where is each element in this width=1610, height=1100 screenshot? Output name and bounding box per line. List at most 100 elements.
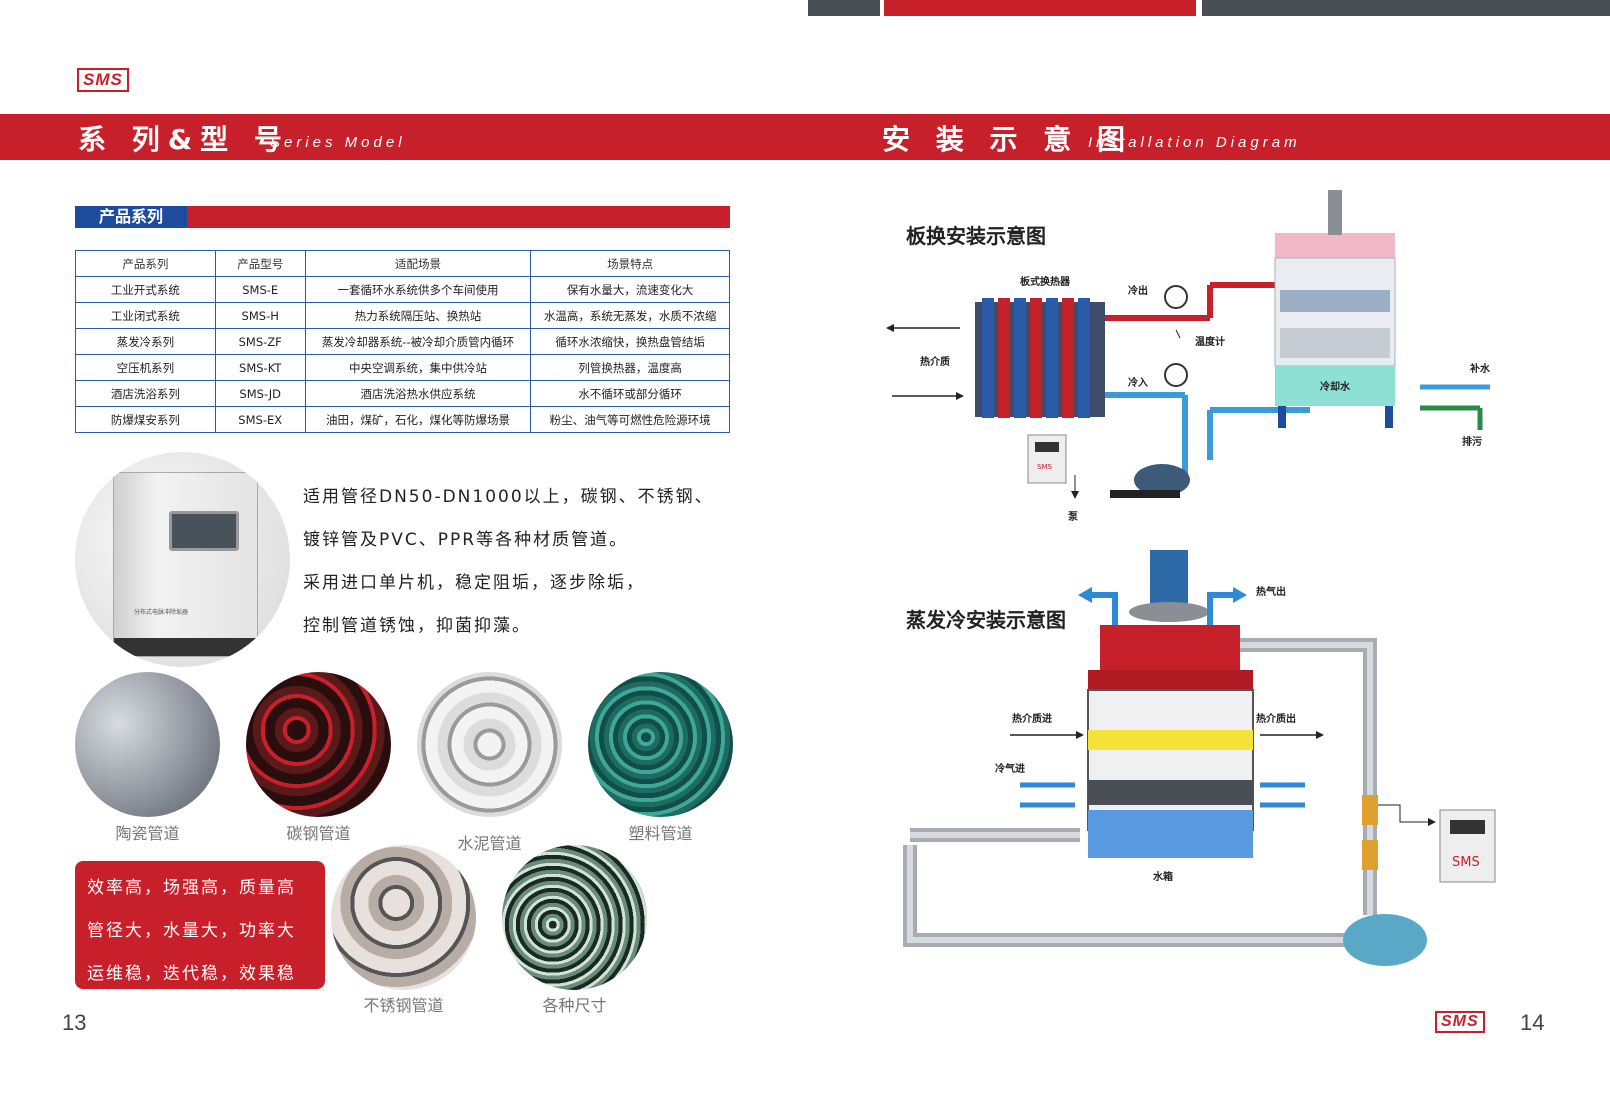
- device-photo: 分布式电脉冲除垢器: [75, 452, 290, 667]
- coil-band: [1088, 730, 1253, 750]
- label-cold-air-in: 冷气进: [995, 762, 1025, 775]
- table-cell: SMS-JD: [214, 380, 306, 407]
- label-medium-out: 热介质出: [1256, 712, 1296, 725]
- table-cell: 蒸发冷却器系统--被冷却介质管内循环: [304, 328, 532, 355]
- label-pump: 泵: [1068, 511, 1079, 523]
- table-row: 空压机系列 SMS-KT 中央空调系统，集中供冷站 列管换热器，温度高: [75, 354, 730, 381]
- feature-line: 适用管径DN50-DN1000以上，碳钢、不锈钢、: [303, 487, 714, 507]
- label-cold-in: 冷入: [1128, 376, 1148, 389]
- highlight-line: 管径大，水量大，功率大: [87, 921, 296, 941]
- table-cell: 蒸发冷系列: [75, 328, 216, 355]
- right-section-title: 安 装 示 意 图: [882, 123, 1133, 156]
- cement-pipe-photo: [417, 672, 562, 817]
- table-cell: 酒店洗浴系列: [75, 380, 216, 407]
- gauge-icon: [1164, 363, 1188, 387]
- label-cold-out: 冷出: [1128, 284, 1148, 297]
- pump-icon: [1343, 914, 1427, 966]
- table-cell: SMS-E: [214, 276, 306, 303]
- left-section-subtitle: Series Model: [270, 134, 406, 151]
- plate-heat-exchanger-diagram: 热介质 板式换热器 冷出 冷入 温度计 冷却水 补水 排污 SMS 泵: [886, 190, 1491, 523]
- label-medium-in: 热介质进: [1012, 712, 1052, 725]
- table-cell: SMS-EX: [214, 406, 306, 433]
- label-water-tank: 水箱: [1152, 870, 1173, 883]
- pipe-label: 不锈钢管道: [363, 996, 444, 1015]
- label-hot-medium: 热介质: [920, 355, 950, 368]
- controller-label: SMS: [1452, 855, 1480, 870]
- feature-line: 控制管道锈蚀，抑菌抑藻。: [303, 616, 531, 636]
- top-bar-red: [884, 0, 1196, 16]
- various-sizes-pipe-photo: [502, 845, 647, 990]
- brand-logo-footer: SMS: [1435, 1011, 1485, 1033]
- table-header-cell: 产品系列: [75, 250, 216, 277]
- pipe-label: 陶瓷管道: [115, 824, 180, 843]
- table-header-cell: 产品型号: [214, 250, 306, 277]
- table-cell: SMS-ZF: [214, 328, 306, 355]
- table-row: 防爆煤安系列 SMS-EX 油田，煤矿，石化，煤化等防爆场景 粉尘、油气等可燃性…: [75, 406, 730, 433]
- table-cell: 粉尘、油气等可燃性危险源环境: [530, 406, 730, 433]
- highlight-line: 效率高，场强高，质量高: [87, 878, 296, 898]
- table-cell: SMS-KT: [214, 354, 306, 381]
- section-header-band: [0, 114, 1610, 160]
- table-cell: 保有水量大，流速变化大: [530, 276, 730, 303]
- table-cell: 油田，煤矿，石化，煤化等防爆场景: [304, 406, 532, 433]
- feature-line: 镀锌管及PVC、PPR等各种材质管道。: [303, 530, 629, 550]
- table-cell: 水温高，系统无蒸发，水质不浓缩: [530, 302, 730, 329]
- table-cell: 循环水浓缩快，换热盘管结垢: [530, 328, 730, 355]
- cabinet-illustration: 分布式电脉冲除垢器: [113, 472, 259, 657]
- highlight-line: 运维稳，迭代稳，效果稳: [87, 964, 296, 984]
- feature-line: 采用进口单片机，稳定阻垢，逐步除垢，: [303, 573, 645, 593]
- pipe-label: 各种尺寸: [542, 996, 607, 1015]
- plastic-pipe-photo: [588, 672, 733, 817]
- series-tag: 产品系列: [75, 206, 187, 228]
- fan-blade-icon: [1129, 602, 1209, 622]
- table-row: 酒店洗浴系列 SMS-JD 酒店洗浴热水供应系统 水不循环或部分循环: [75, 380, 730, 407]
- label-hot-air-out: 热气出: [1256, 585, 1286, 598]
- label-cooling-water: 冷却水: [1320, 380, 1351, 393]
- carbon-steel-pipe-photo: [246, 672, 391, 817]
- table-cell: 一套循环水系统供多个车间使用: [304, 276, 532, 303]
- page-number-right: 14: [1520, 1010, 1545, 1035]
- device-base: [114, 638, 259, 656]
- fan-motor-icon: [1150, 550, 1188, 605]
- cooling-water-basin: [1275, 366, 1395, 406]
- tower-top-red: [1100, 625, 1240, 670]
- stainless-pipe-photo: [331, 845, 476, 990]
- pipe-label: 塑料管道: [628, 824, 693, 843]
- water-tank: [1088, 810, 1253, 858]
- highlight-box: 效率高，场强高，质量高 管径大，水量大，功率大 运维稳，迭代稳，效果稳: [75, 861, 325, 989]
- table-cell: 工业开式系统: [75, 276, 216, 303]
- pipe-label: 水泥管道: [457, 834, 522, 853]
- series-bar: [75, 206, 730, 228]
- right-section-subtitle: Installation Diagram: [1088, 134, 1301, 151]
- table-row: 工业开式系统 SMS-E 一套循环水系统供多个车间使用 保有水量大，流速变化大: [75, 276, 730, 303]
- gauge-icon: [1164, 285, 1188, 309]
- tower-fan-housing: [1275, 233, 1395, 258]
- table-cell: 热力系统隔压站、换热站: [304, 302, 532, 329]
- top-bar-gray-right: [1202, 0, 1610, 16]
- table-cell: SMS-H: [214, 302, 306, 329]
- pipe-label: 碳钢管道: [286, 824, 351, 843]
- label-plate-exchanger: 板式换热器: [1020, 275, 1071, 288]
- top-bar-gray-left: [808, 0, 880, 16]
- table-row: 工业闭式系统 SMS-H 热力系统隔压站、换热站 水温高，系统无蒸发，水质不浓缩: [75, 302, 730, 329]
- table-header-cell: 适配场景: [304, 250, 532, 277]
- diagram2-title: 蒸发冷安装示意图: [906, 608, 1066, 632]
- diagram1-title: 板换安装示意图: [906, 224, 1046, 248]
- table-row: 蒸发冷系列 SMS-ZF 蒸发冷却器系统--被冷却介质管内循环 循环水浓缩快，换…: [75, 328, 730, 355]
- device-caption: 分布式电脉冲除垢器: [134, 609, 189, 616]
- label-drain: 排污: [1462, 435, 1482, 448]
- page-number-left: 13: [62, 1010, 87, 1035]
- fan-motor-icon: [1328, 190, 1342, 235]
- table-cell: 水不循环或部分循环: [530, 380, 730, 407]
- table-header-cell: 场景特点: [530, 250, 730, 277]
- ceramic-pipe-photo: [75, 672, 220, 817]
- table-cell: 酒店洗浴热水供应系统: [304, 380, 532, 407]
- table-header-row: 产品系列 产品型号 适配场景 场景特点: [75, 250, 730, 277]
- brand-logo: SMS: [77, 68, 129, 92]
- device-screen: [169, 511, 239, 551]
- product-series-table: 产品系列 产品型号 适配场景 场景特点 工业开式系统 SMS-E 一套循环水系统…: [75, 250, 730, 433]
- table-cell: 中央空调系统，集中供冷站: [304, 354, 532, 381]
- table-cell: 防爆煤安系列: [75, 406, 216, 433]
- table-cell: 工业闭式系统: [75, 302, 216, 329]
- left-section-title: 系 列&型 号: [78, 123, 290, 156]
